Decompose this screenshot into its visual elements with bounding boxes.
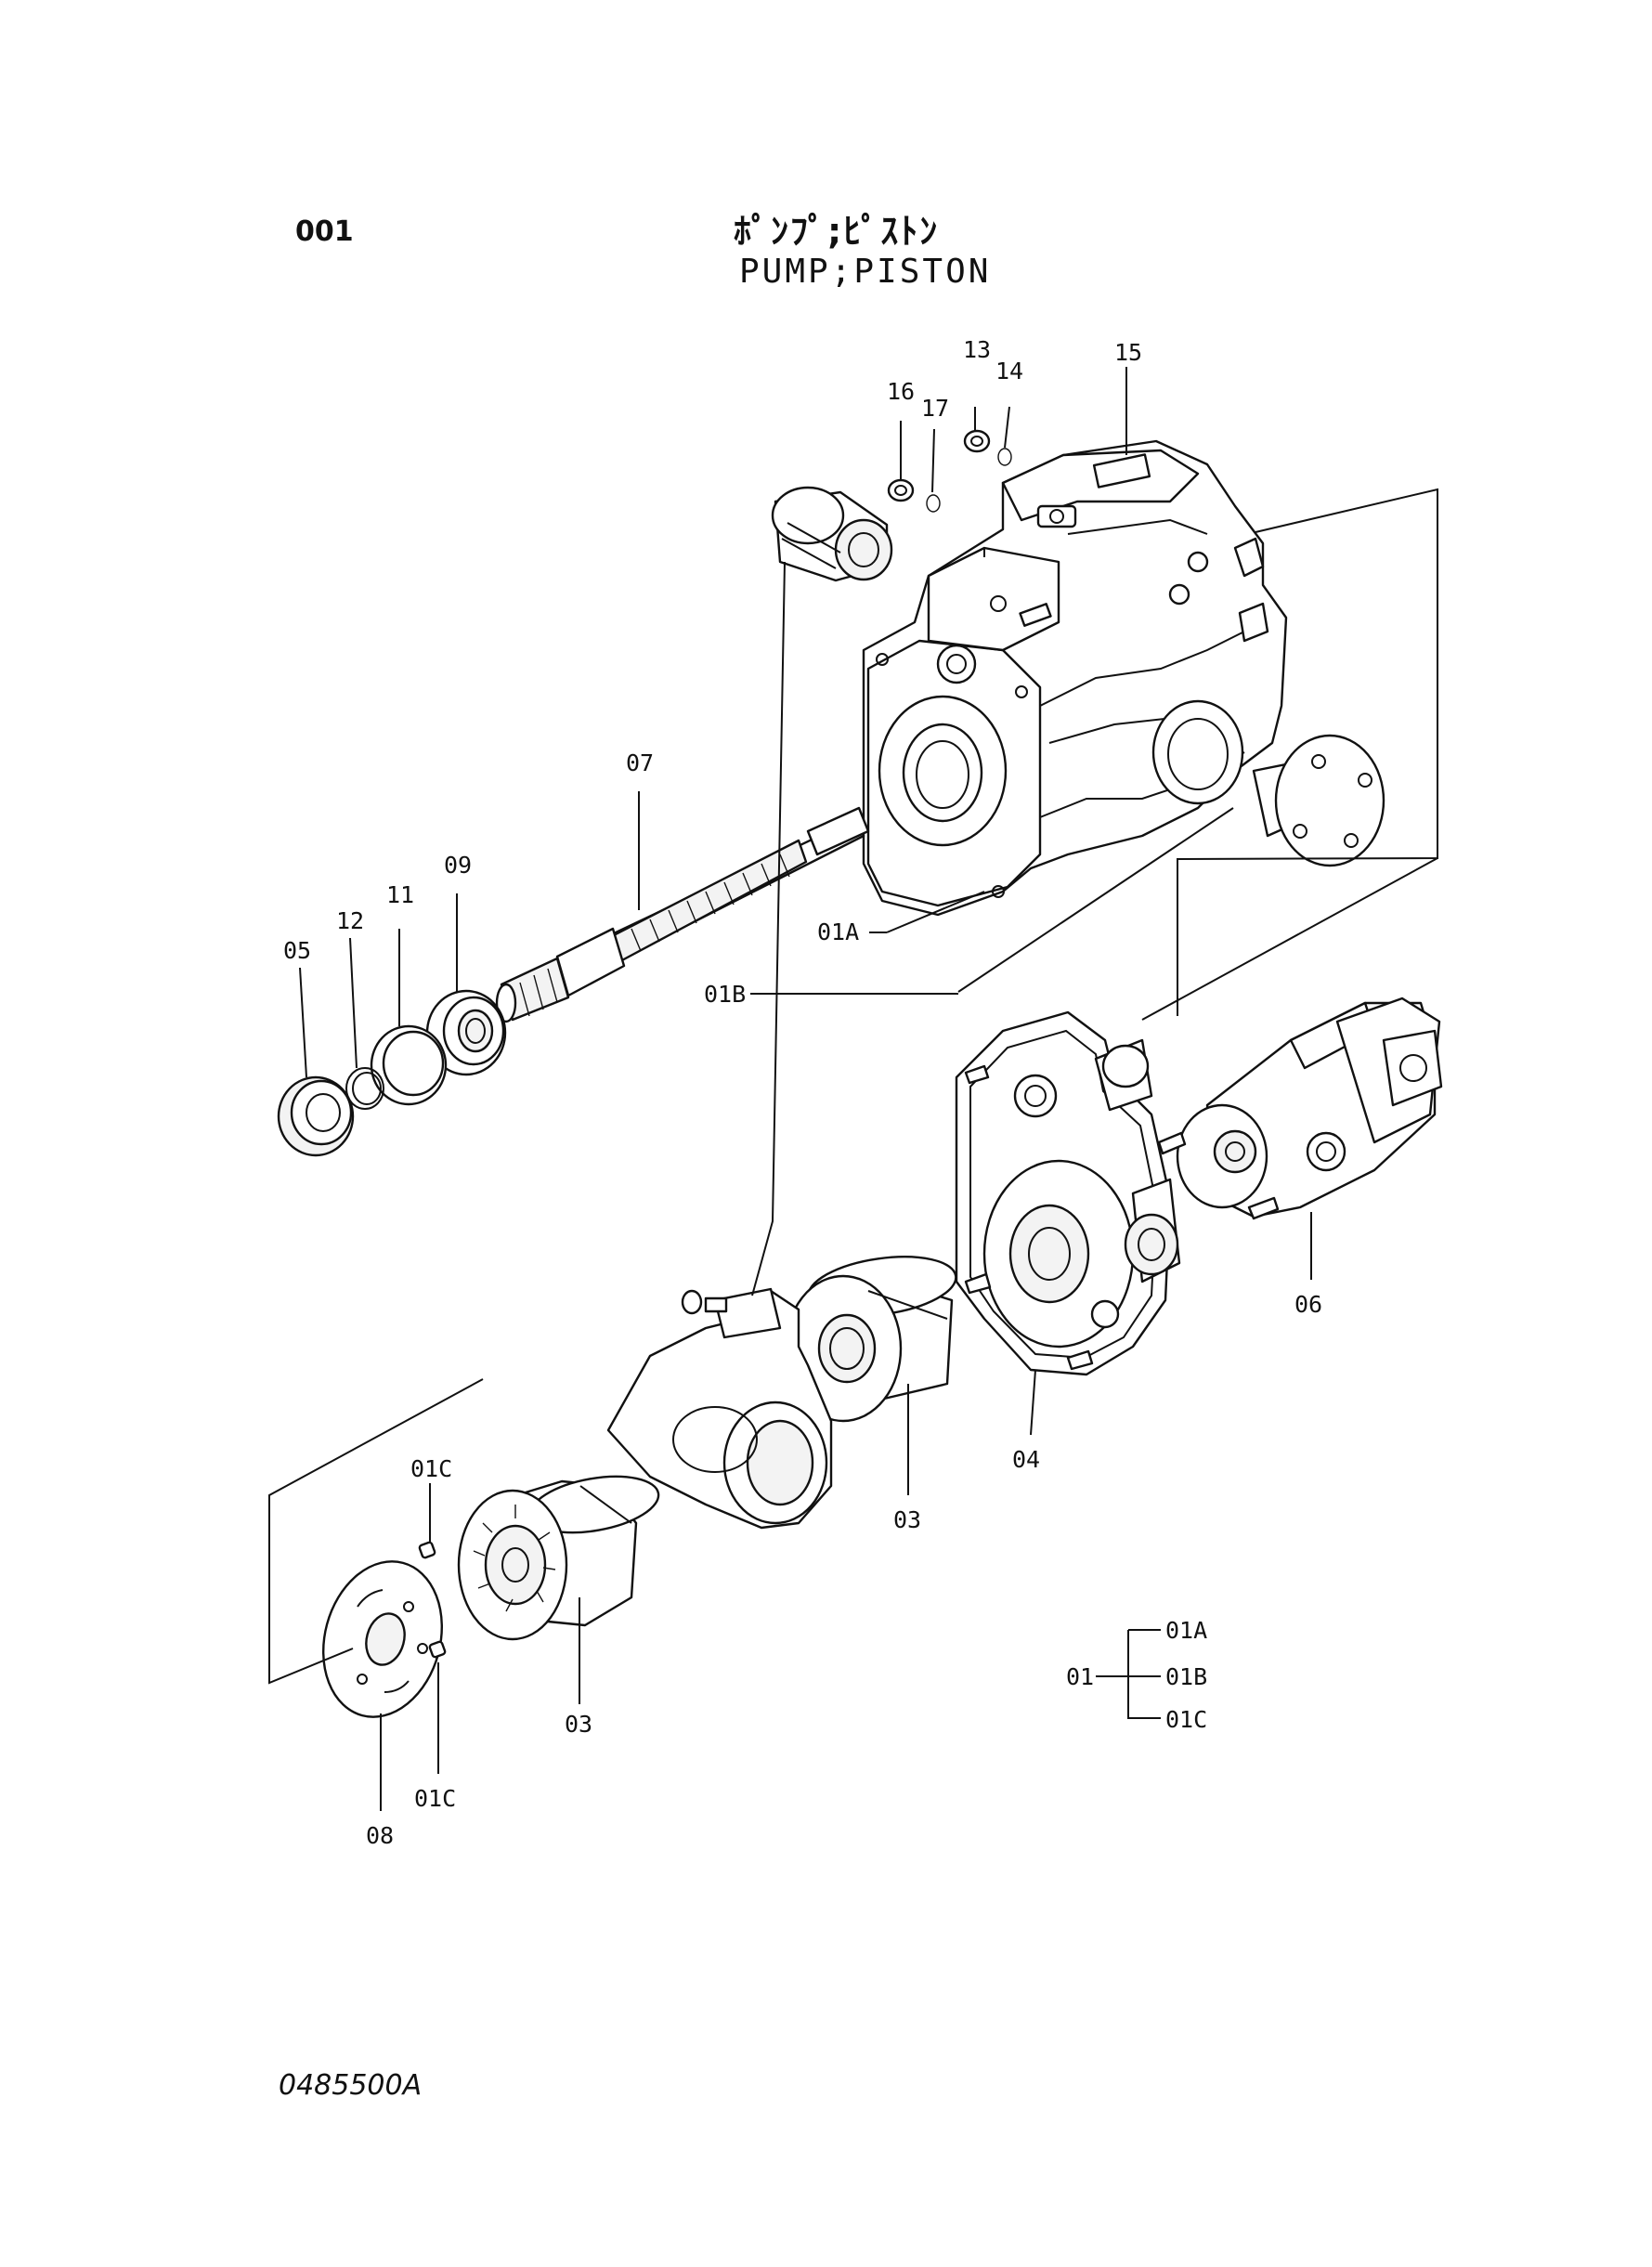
end-cover (955, 1010, 1181, 1376)
callout-11: 11 (386, 881, 414, 908)
swash-plate (606, 1287, 833, 1530)
valve-plate (321, 1560, 444, 1718)
gear-pump (1157, 997, 1443, 1220)
legend-parent: 01 (1066, 1663, 1094, 1690)
callout-09: 09 (444, 852, 472, 879)
cylinder-block-lower (457, 1475, 660, 1641)
callout-17: 17 (921, 395, 949, 422)
plug-and-orings (887, 429, 1012, 513)
callout-16: 16 (887, 378, 915, 405)
callout-13: 13 (963, 336, 991, 363)
snap-ring (345, 1067, 384, 1110)
oil-seal (277, 1075, 355, 1157)
title-english: PUMP;PISTON (739, 253, 992, 291)
bearing (425, 989, 507, 1076)
callout-03-upper: 03 (893, 1506, 921, 1533)
drawing-number: 0485500A (279, 2069, 423, 2102)
legend-child-01A: 01A (1165, 1617, 1207, 1644)
callout-12: 12 (336, 907, 364, 934)
callout-04: 04 (1012, 1446, 1040, 1473)
callout-01C-lower: 01C (414, 1785, 456, 1812)
drive-shaft (495, 806, 870, 1023)
retaining-ring (370, 1024, 448, 1106)
legend-child-01C: 01C (1165, 1706, 1207, 1733)
dowel-pins (418, 1541, 447, 1659)
callout-01A: 01A (817, 919, 859, 945)
callout-14: 14 (995, 358, 1023, 384)
callout-07: 07 (626, 749, 654, 776)
assembly-legend: 01 01A 01B 01C (1066, 1617, 1207, 1733)
callout-labels: 13 14 15 16 17 07 09 11 12 05 01A 01B 06… (283, 336, 1322, 1849)
legend-child-01B: 01B (1165, 1663, 1207, 1690)
callout-05: 05 (283, 937, 311, 964)
callout-03-lower: 03 (565, 1711, 592, 1738)
callout-01B: 01B (704, 981, 746, 1008)
callout-01C-upper: 01C (410, 1455, 452, 1482)
leader-lines (268, 367, 1438, 1811)
callout-08: 08 (366, 1822, 394, 1849)
pump-housing (862, 439, 1385, 917)
callout-06: 06 (1294, 1291, 1322, 1318)
callout-15: 15 (1114, 339, 1142, 366)
title-japanese: ﾎﾟﾝﾌﾟ;ﾋﾟｽﾄﾝ (734, 211, 940, 252)
sheet-number: 001 (295, 215, 354, 248)
control-valve-spool (771, 486, 893, 582)
